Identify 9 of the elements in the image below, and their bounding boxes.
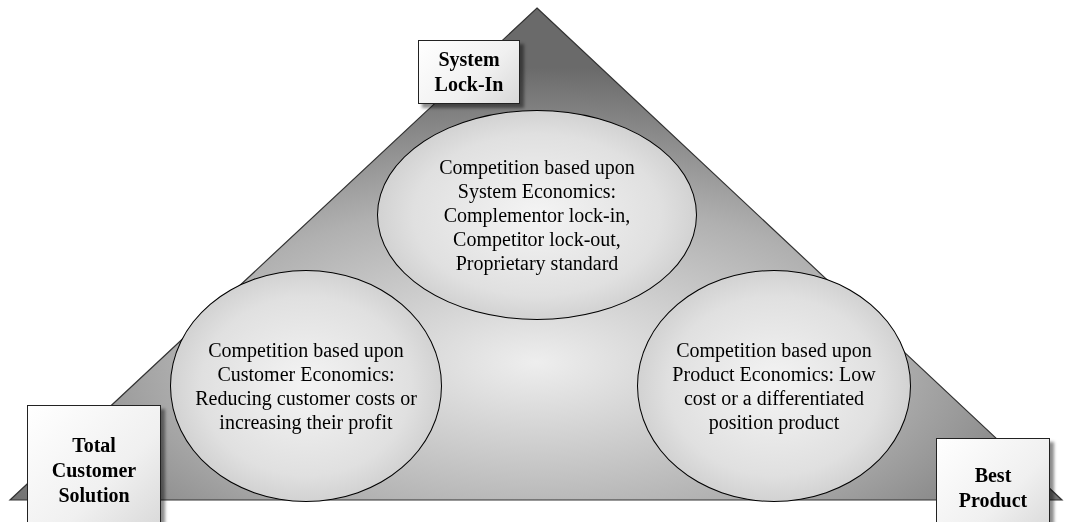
label-box <box>936 438 1050 522</box>
label-box <box>27 405 161 522</box>
ellipse-text: Competition based upon Customer Economics: Reducing customer costs or increasing their profit <box>194 338 418 434</box>
box-label: System Lock-In <box>433 47 505 97</box>
ellipse-text: Competition based upon System Economics: Complementor lock-in, Competitor lock-out, Proprietary standard <box>438 155 636 275</box>
box-label: Best Product <box>957 463 1029 513</box>
ellipse-text: Competition based upon Product Economics: Low cost or a differentiated position product <box>671 338 877 434</box>
box-label: Total Customer Solution <box>50 432 138 508</box>
label-box <box>418 40 520 104</box>
